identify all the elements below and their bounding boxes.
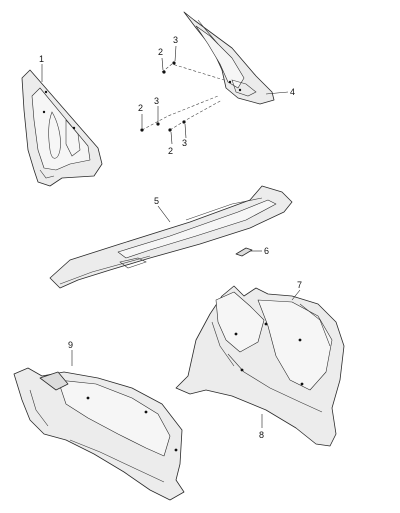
callout-1: 1 — [39, 54, 44, 64]
part-1-pillar-trim — [21, 69, 103, 187]
part-9-quarter-trim — [13, 367, 185, 501]
callout-3a: 3 — [173, 35, 178, 45]
callout-2a: 2 — [158, 47, 163, 57]
fastener-clips — [140, 61, 225, 132]
callout-5: 5 — [154, 196, 159, 206]
part-8-quarter-trim — [175, 285, 345, 447]
part-4-upper-trim — [183, 11, 275, 105]
leader-lines — [41, 45, 301, 428]
callout-2b: 2 — [138, 103, 143, 113]
part-6-clip — [235, 247, 253, 257]
callout-numbers: 1 2 3 2 3 2 3 4 5 6 7 8 9 — [39, 35, 302, 440]
callout-7: 7 — [297, 280, 302, 290]
callout-2c: 2 — [168, 146, 173, 156]
callout-3b: 3 — [154, 96, 159, 106]
callout-8: 8 — [259, 430, 264, 440]
callout-9: 9 — [68, 340, 73, 350]
callout-6: 6 — [264, 246, 269, 256]
callout-3c: 3 — [182, 138, 187, 148]
part-5-package-tray — [49, 185, 293, 289]
callout-4: 4 — [290, 87, 295, 97]
